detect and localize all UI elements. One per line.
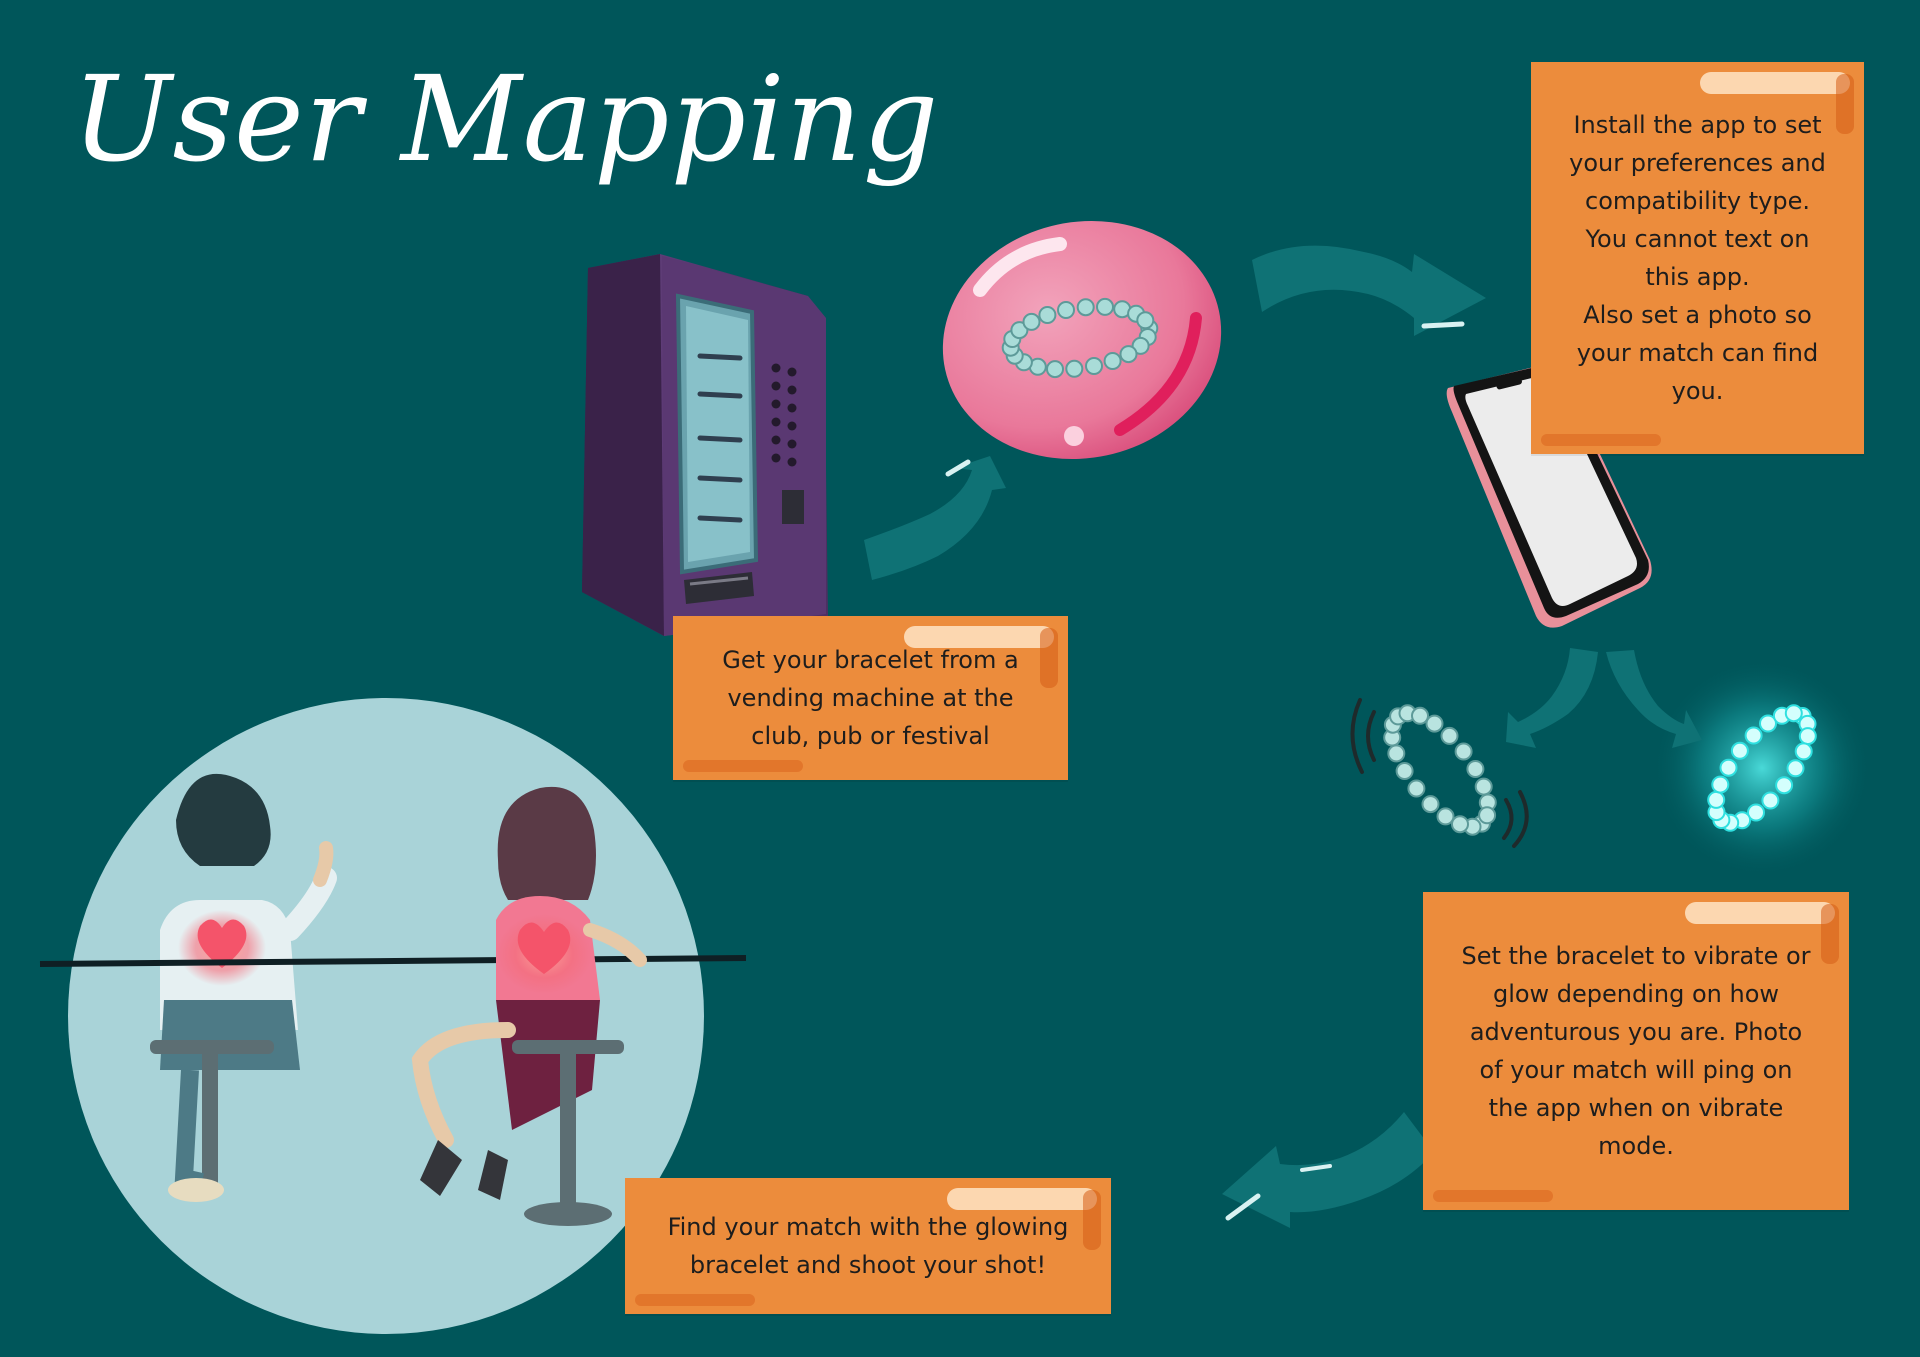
bracelet-bead xyxy=(1775,776,1794,795)
bracelet-bead xyxy=(1010,321,1029,340)
bracelet-bead xyxy=(1057,301,1075,319)
arrow-glow-to-find-icon xyxy=(1222,1112,1434,1228)
arrow-vending-to-bubble-icon xyxy=(864,456,1006,580)
bracelet-bead xyxy=(1119,345,1138,364)
note-curl xyxy=(683,760,803,772)
note-curl xyxy=(635,1294,755,1306)
note-shadow xyxy=(1821,904,1839,964)
vending-machine-icon xyxy=(582,254,828,636)
bubble-bracelet-icon xyxy=(942,220,1222,460)
page-title: User Mapping xyxy=(72,50,940,188)
arrow-phone-to-vibrate-icon xyxy=(1506,648,1598,748)
bracelet-bead xyxy=(1425,714,1444,733)
bracelet-bead xyxy=(1784,704,1803,723)
bracelet-bead xyxy=(1478,806,1497,825)
bracelet-bead xyxy=(1407,779,1426,798)
glowing-bracelet-icon xyxy=(1652,658,1872,878)
bracelet-bead xyxy=(1454,742,1473,761)
bracelet-bead xyxy=(1719,758,1738,777)
step-vending-text: Get your bracelet from a vending machine… xyxy=(722,646,1019,750)
note-shine xyxy=(947,1188,1097,1210)
bracelet-bead xyxy=(1038,306,1057,324)
bracelet-bead xyxy=(1065,359,1084,378)
bracelet-bead xyxy=(1730,741,1749,760)
note-shadow xyxy=(1040,628,1058,688)
step-find-note: Find your match with the glowing bracele… xyxy=(625,1178,1111,1314)
step-find-text: Find your match with the glowing bracele… xyxy=(667,1213,1069,1279)
bracelet-bead xyxy=(1798,727,1817,746)
bracelet-bead xyxy=(1440,726,1459,745)
note-curl xyxy=(1433,1190,1553,1202)
bracelet-bead xyxy=(1436,807,1455,826)
bracelet-bead xyxy=(1411,706,1429,725)
step-glow-text: Set the bracelet to vibrate or glow depe… xyxy=(1461,942,1811,1160)
arrow-bubble-to-phone-icon xyxy=(1252,245,1486,336)
step-glow-note: Set the bracelet to vibrate or glow depe… xyxy=(1423,892,1849,1210)
note-shine xyxy=(1685,902,1835,924)
bracelet-bead xyxy=(1395,762,1414,780)
bracelet-bead xyxy=(1744,726,1763,745)
phone-icon xyxy=(1446,365,1652,628)
bracelet-bead xyxy=(1451,815,1469,834)
bracelet-bead xyxy=(1474,777,1493,796)
bracelet-bead xyxy=(1466,760,1485,778)
bracelet-bead xyxy=(1747,803,1765,822)
bracelet-bead xyxy=(1761,791,1780,810)
bracelet-bead xyxy=(1794,742,1813,761)
bracelet-bead xyxy=(1421,795,1440,814)
bracelet-bead xyxy=(1076,298,1095,317)
note-shadow xyxy=(1083,1190,1101,1250)
bracelet-bead xyxy=(1707,790,1726,809)
arrow-phone-to-glow-icon xyxy=(1606,650,1702,748)
bracelet-bead xyxy=(1103,352,1122,370)
bracelet-bead xyxy=(1096,297,1114,316)
bracelet-bead xyxy=(1046,360,1064,379)
bracelet-bead xyxy=(1759,714,1777,733)
step-install-text: Install the app to set your preferences … xyxy=(1569,111,1826,405)
bracelet-bead xyxy=(1786,759,1805,778)
note-shadow xyxy=(1836,74,1854,134)
couple-at-bar-icon xyxy=(39,698,747,1334)
bracelet-bead xyxy=(1131,336,1150,355)
bracelet-bead xyxy=(1136,311,1155,330)
bracelet-bead xyxy=(1711,775,1730,794)
note-shine xyxy=(904,626,1054,648)
bracelet-bead xyxy=(1085,357,1103,375)
note-shine xyxy=(1700,72,1850,94)
bracelet-bead xyxy=(1022,312,1041,331)
step-vending-note: Get your bracelet from a vending machine… xyxy=(673,616,1068,780)
vibrating-bracelet-icon xyxy=(1350,698,1529,848)
step-install-note: Install the app to set your preferences … xyxy=(1531,62,1864,454)
note-curl xyxy=(1541,434,1661,446)
bracelet-bead xyxy=(1387,744,1406,763)
